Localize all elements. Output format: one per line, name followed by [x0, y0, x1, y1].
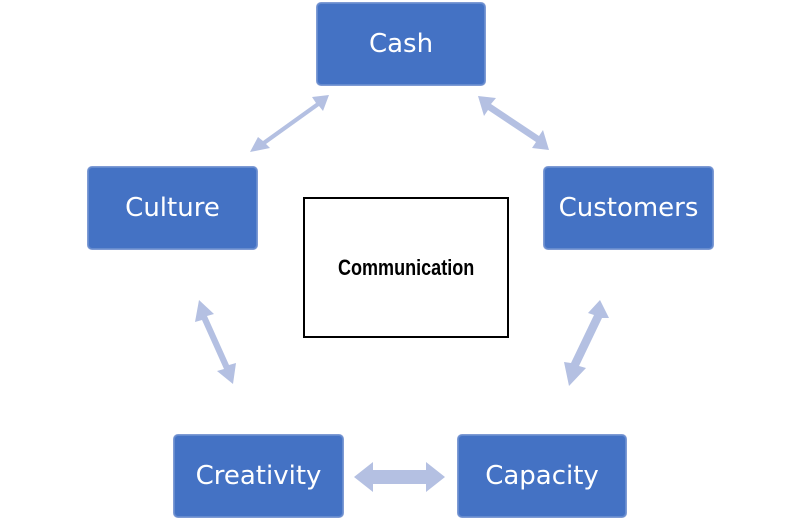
arrow-cash-customers: [478, 96, 549, 150]
center-label: Communication: [337, 254, 475, 280]
arrow-creativity-culture: [195, 300, 236, 384]
node-creativity: Creativity: [173, 434, 344, 518]
node-culture: Culture: [87, 166, 258, 250]
arrow-culture-cash: [250, 95, 329, 152]
arrow-customers-capacity: [564, 300, 609, 386]
arrow-capacity-creativity: [354, 462, 445, 492]
node-customers: Customers: [543, 166, 714, 250]
node-cash: Cash: [316, 2, 486, 86]
node-capacity: Capacity: [457, 434, 627, 518]
center-box-communication: Communication: [303, 197, 509, 338]
